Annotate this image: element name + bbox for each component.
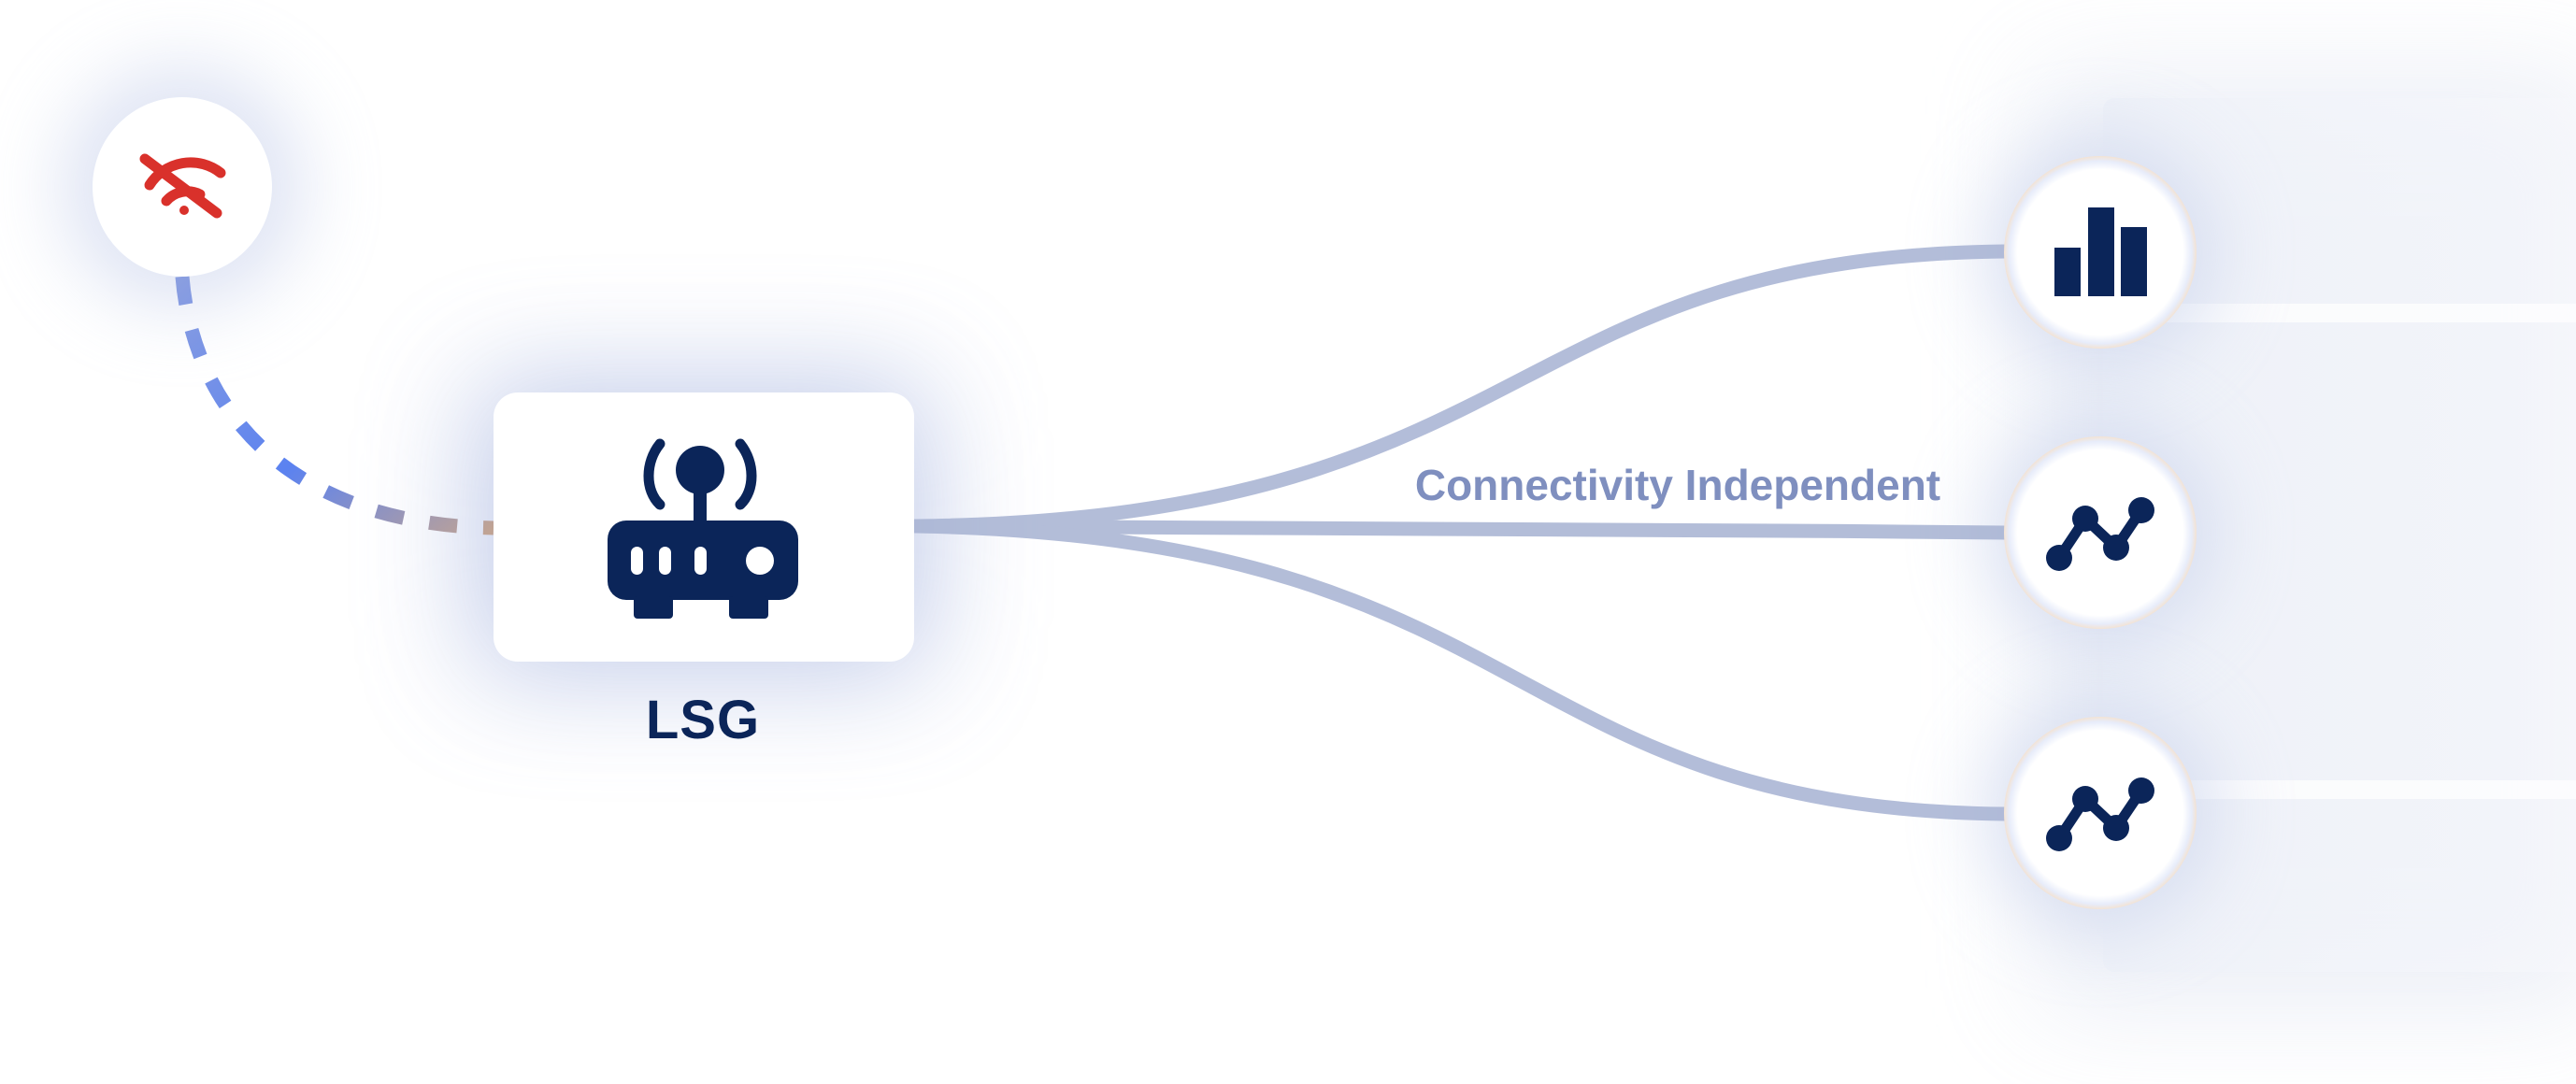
line-graph-icon [2046, 777, 2154, 851]
service-node-analytics-1[interactable] [2004, 436, 2197, 629]
wifi-off-icon [139, 153, 226, 219]
service-node-analytics-2[interactable] [2004, 717, 2197, 909]
link-to-analytics-2 [909, 519, 2012, 821]
router-icon [608, 438, 798, 619]
link-to-metrics [909, 244, 2012, 534]
offline-node[interactable] [93, 97, 272, 277]
offline-link [175, 276, 494, 535]
line-graph-icon [2046, 497, 2154, 571]
service-node-metrics[interactable] [2004, 156, 2197, 349]
link-to-analytics-1 [909, 519, 2012, 540]
edge-label: Connectivity Independent [1415, 461, 1940, 509]
gateway-node[interactable]: LSG [494, 392, 914, 750]
service-links [909, 244, 2012, 821]
bar-chart-icon [2054, 207, 2147, 296]
gateway-label: LSG [646, 690, 760, 750]
